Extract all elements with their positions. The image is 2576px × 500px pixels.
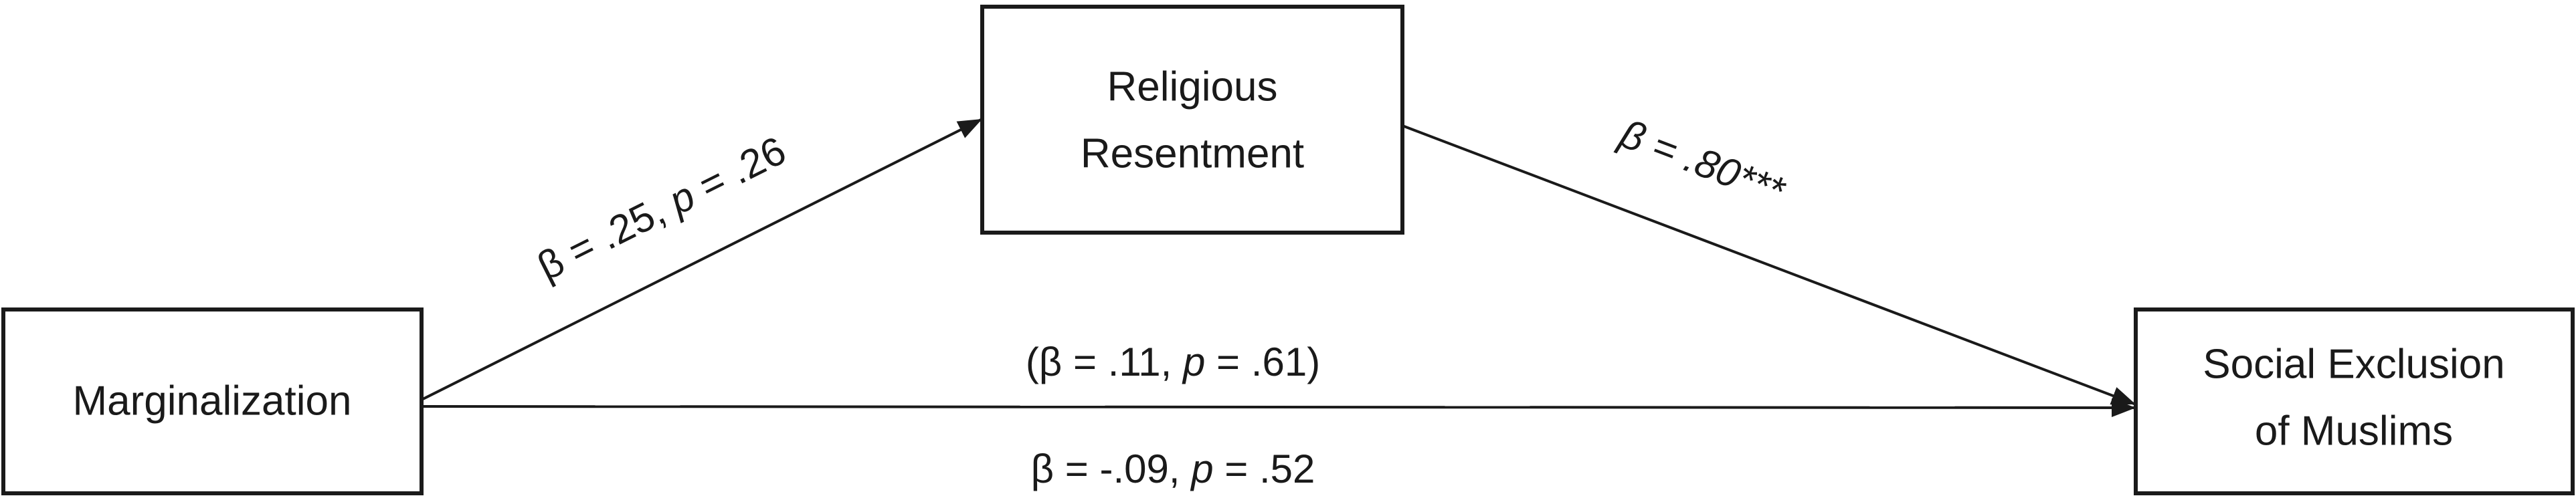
beta-symbol: β <box>1039 340 1063 384</box>
religious-resentment-label-line1: Religious <box>1107 64 1277 110</box>
religious-resentment-box <box>980 5 1404 235</box>
total-effect-coefficient: β = -.09, p = .52 <box>1031 447 1315 491</box>
marginalization-box <box>1 307 424 495</box>
open-paren: ( <box>1026 340 1039 384</box>
marginalization-node: Marginalization <box>1 307 424 495</box>
social-exclusion-node: Social Exclusion of Muslims <box>2134 307 2575 495</box>
p-symbol: p <box>1182 340 1205 384</box>
religious-resentment-node: Religious Resentment <box>980 5 1404 235</box>
arrow-marginalization-to-resentment <box>421 118 983 401</box>
total-effect-beta-value: -.09 <box>1099 447 1168 491</box>
comma-separator: , <box>1161 340 1183 384</box>
total-effect-p-value: .52 <box>1259 447 1315 491</box>
social-exclusion-label-line1: Social Exclusion <box>2203 342 2504 388</box>
direct-effect-p-value: .61 <box>1251 340 1307 384</box>
equals-sign: = <box>1205 340 1251 384</box>
social-exclusion-label-line2: of Muslims <box>2255 408 2453 455</box>
direct-effect-beta-value: .11 <box>1108 340 1161 384</box>
arrow-resentment-to-exclusion <box>1402 124 2136 406</box>
equals-sign: = <box>1214 447 1259 491</box>
direct-effect-coefficient: (β = .11, p = .61) <box>1026 340 1320 384</box>
close-paren: ) <box>1307 340 1320 384</box>
comma-separator: , <box>1169 447 1191 491</box>
a-path-coefficient: β = .25, p = .26 <box>531 128 793 289</box>
equals-sign: = <box>1062 340 1107 384</box>
b-path-coefficient: β = .80*** <box>1613 110 1792 214</box>
marginalization-label: Marginalization <box>73 378 352 424</box>
p-symbol: p <box>1190 447 1213 491</box>
religious-resentment-label-line2: Resentment <box>1081 131 1304 177</box>
arrow-marginalization-to-exclusion <box>421 398 2136 417</box>
social-exclusion-box <box>2134 307 2575 495</box>
equals-sign: = <box>1054 447 1099 491</box>
beta-symbol: β <box>1031 447 1054 491</box>
